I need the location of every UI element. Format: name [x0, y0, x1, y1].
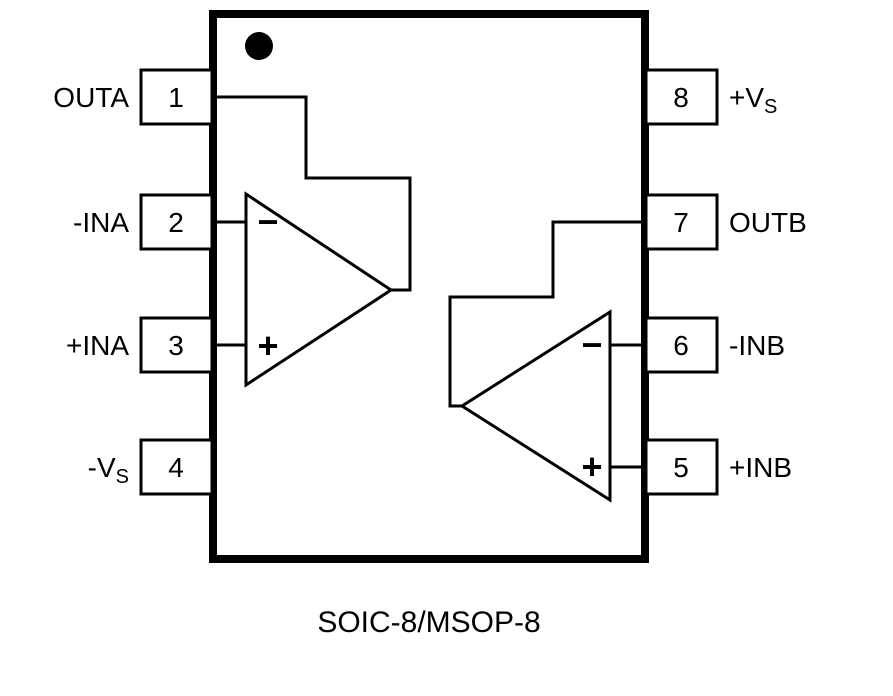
- pin-2-number: 2: [168, 207, 184, 238]
- pin-7-number: 7: [673, 207, 689, 238]
- pin-1: 1 OUTA: [53, 68, 214, 126]
- pin-1-box: [139, 68, 214, 126]
- pin-7-box: [644, 193, 719, 251]
- pin-8-number: 8: [673, 82, 689, 113]
- pin-3-box: [139, 316, 214, 374]
- pin-3-number: 3: [168, 330, 184, 361]
- pin-4-number: 4: [168, 452, 184, 483]
- pin-4-label: -VS: [88, 452, 129, 488]
- opamp-a-triangle: [244, 191, 394, 388]
- pin-4-box: [139, 438, 214, 496]
- pin-4: 4 -VS: [88, 438, 214, 496]
- pin-8-box: [644, 68, 719, 126]
- pin-6-box: [644, 316, 719, 374]
- pin-2-box: [139, 193, 214, 251]
- pin-3: 3 +INA: [66, 316, 214, 374]
- pin-6: 6 -INB: [644, 316, 785, 374]
- pin-7: 7 OUTB: [644, 193, 807, 251]
- pin-3-label: +INA: [66, 330, 129, 361]
- pin-1-label: OUTA: [53, 82, 129, 113]
- opamp-b-minus-sign: −: [581, 324, 602, 365]
- pin-6-number: 6: [673, 330, 689, 361]
- pin-7-label: OUTB: [729, 207, 807, 238]
- pin-2-label: -INA: [73, 207, 129, 238]
- pin-1-number: 1: [168, 82, 184, 113]
- pin-5-label: +INB: [729, 452, 792, 483]
- pin1-indicator-dot: [245, 32, 273, 60]
- wire-outa: [212, 95, 412, 292]
- pin-8-label: +VS: [729, 82, 777, 118]
- opamp-b-plus-sign: +: [581, 446, 602, 487]
- pin-6-label: -INB: [729, 330, 785, 361]
- pin-8: 8 +VS: [644, 68, 777, 126]
- wire-outb: [448, 220, 646, 408]
- pin-5-box: [644, 438, 719, 496]
- opamp-b-triangle: [459, 309, 612, 503]
- pin-2: 2 -INA: [73, 193, 214, 251]
- pin-5: 5 +INB: [644, 438, 792, 496]
- package-title: SOIC-8/MSOP-8: [317, 606, 540, 639]
- opamp-a-minus-sign: −: [257, 201, 278, 242]
- opamp-a-plus-sign: +: [257, 325, 278, 366]
- pin-5-number: 5: [673, 452, 689, 483]
